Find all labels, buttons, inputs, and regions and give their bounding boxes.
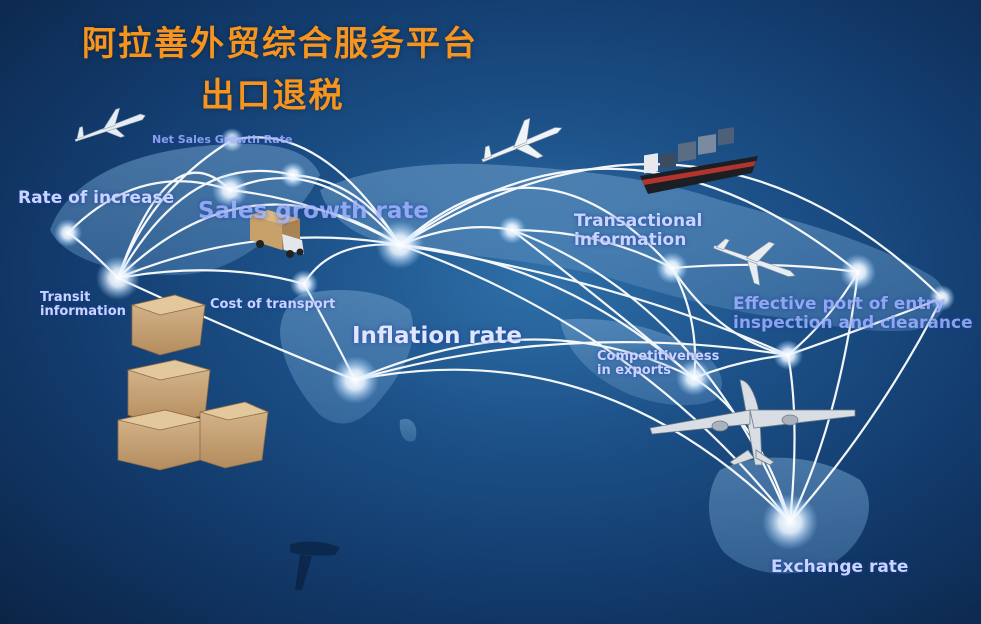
node-glow [280, 162, 306, 188]
network-nodes [54, 128, 955, 550]
node-glow [54, 219, 82, 247]
label-transactional-information: Transactional information [574, 212, 702, 249]
airplane-icon [649, 379, 856, 466]
cardboard-box-icon [117, 294, 270, 471]
continent-europe-asia [320, 163, 946, 332]
label-line: information [40, 304, 126, 320]
node-glow [762, 494, 818, 550]
label-exchange-rate: Exchange rate [771, 557, 909, 577]
label-sales-growth-rate: Sales growth rate [198, 198, 429, 224]
node-glow [220, 128, 244, 152]
airplane-icon [74, 107, 146, 142]
label-line: Competitiveness [597, 349, 720, 364]
node-glow [96, 256, 140, 300]
node-glow [290, 270, 318, 298]
label-rate-of-increase: Rate of increase [18, 188, 175, 208]
label-effective-port: Effective port of entry inspection and c… [733, 295, 973, 332]
node-glow [498, 216, 526, 244]
page-subtitle: 出口退税 [200, 76, 345, 116]
node-glow [212, 172, 248, 208]
page-title: 阿拉善外贸综合服务平台 [82, 24, 478, 64]
node-glow [676, 360, 712, 396]
node-glow [376, 221, 424, 269]
label-net-sales-growth-rate: Net Sales Growth Rate [152, 133, 293, 146]
continent-south-america-fragment [399, 418, 417, 442]
label-line: Effective port of entry [733, 294, 945, 314]
label-line: inspection and clearance [733, 312, 973, 333]
delivery-truck-icon [250, 210, 304, 258]
node-glow [331, 356, 379, 404]
cargo-ship-icon [640, 127, 758, 194]
label-inflation-rate: Inflation rate [352, 323, 523, 349]
continent-africa [280, 290, 414, 424]
node-glow [840, 254, 876, 290]
label-transit-information: Transit information [40, 290, 126, 320]
label-line: Transit [40, 290, 91, 305]
airplane-icon [713, 238, 796, 286]
airplane-shadow [290, 541, 340, 590]
label-competitiveness: Competitiveness in exports [597, 349, 720, 379]
label-line: in exports [597, 363, 672, 379]
label-line: information [574, 229, 687, 250]
label-line: Transactional [574, 211, 703, 231]
airplane-icon [481, 117, 563, 163]
node-glow [773, 340, 803, 370]
label-cost-of-transport: Cost of transport [210, 297, 336, 312]
node-glow [656, 252, 688, 284]
node-glow [929, 285, 955, 311]
